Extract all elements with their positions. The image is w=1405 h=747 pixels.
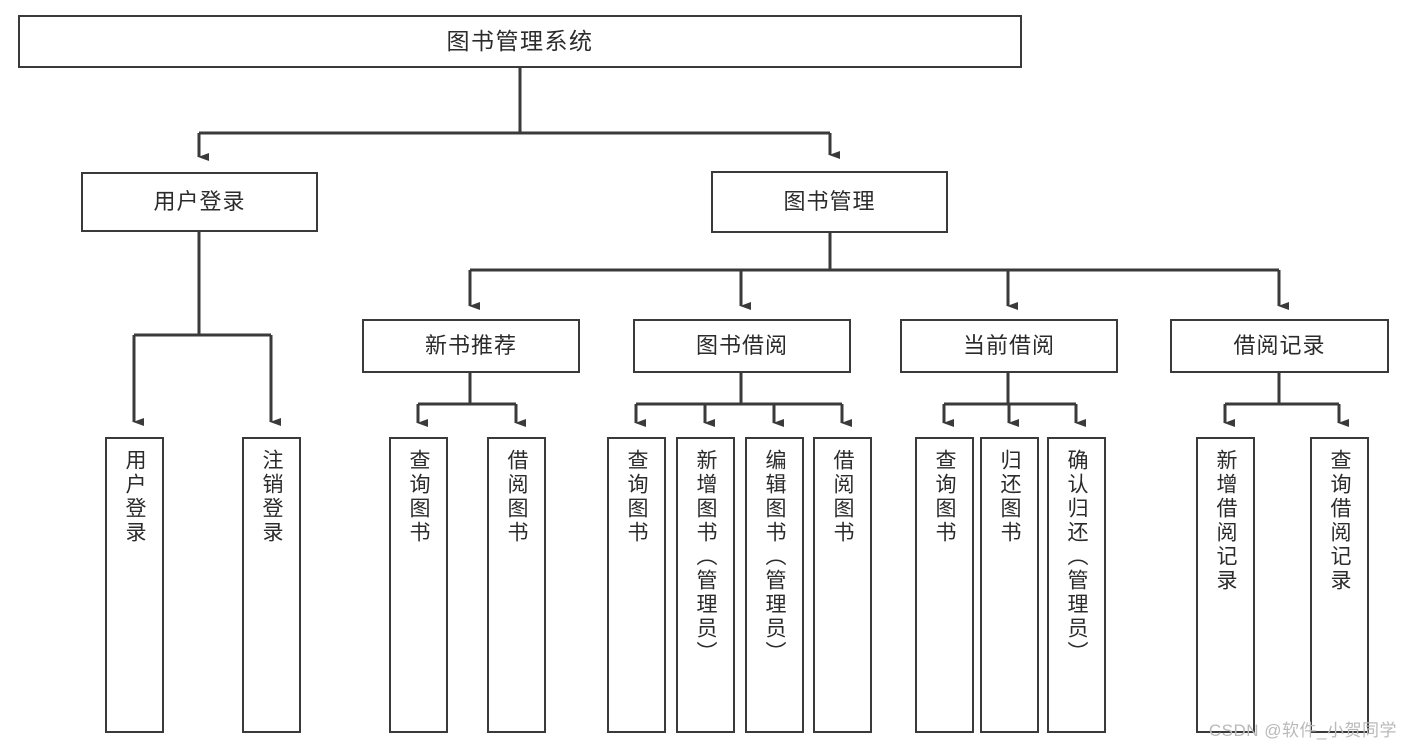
- node-leaf-add-record[interactable]: 新增借阅记录: [1196, 437, 1255, 733]
- node-leaf-query-book-2[interactable]: 查询图书: [607, 437, 666, 733]
- node-leaf-query-record-label: 查询借阅记录: [1328, 449, 1351, 593]
- node-new-book-rec[interactable]: 新书推荐: [362, 319, 580, 373]
- node-book-mgmt-label: 图书管理: [783, 188, 876, 214]
- node-leaf-user-login[interactable]: 用户登录: [105, 437, 164, 733]
- node-root[interactable]: 图书管理系统: [18, 15, 1022, 68]
- node-user-login[interactable]: 用户登录: [81, 172, 318, 232]
- node-borrow-record-label: 借阅记录: [1233, 332, 1326, 358]
- node-borrow-record[interactable]: 借阅记录: [1170, 319, 1389, 373]
- node-leaf-logout[interactable]: 注销登录: [242, 437, 301, 733]
- node-leaf-return-book-label: 归还图书: [998, 449, 1021, 545]
- node-leaf-confirm-return[interactable]: 确认归还（管理员）: [1047, 437, 1106, 733]
- node-leaf-query-record[interactable]: 查询借阅记录: [1310, 437, 1369, 733]
- watermark-text: CSDN @软件_小贺同学: [1208, 721, 1397, 740]
- node-current-borrow[interactable]: 当前借阅: [900, 319, 1118, 373]
- node-leaf-query-book-1[interactable]: 查询图书: [389, 437, 448, 733]
- node-leaf-borrow-book-2[interactable]: 借阅图书: [813, 437, 872, 733]
- node-leaf-query-book-2-label: 查询图书: [625, 449, 648, 545]
- node-current-borrow-label: 当前借阅: [962, 332, 1055, 358]
- node-leaf-borrow-book-1[interactable]: 借阅图书: [487, 437, 546, 733]
- node-leaf-query-book-3-label: 查询图书: [933, 449, 956, 545]
- node-new-book-rec-label: 新书推荐: [424, 332, 517, 358]
- node-leaf-confirm-return-label: 确认归还（管理员）: [1065, 449, 1088, 665]
- node-leaf-add-book-label: 新增图书（管理员）: [694, 449, 717, 665]
- node-book-mgmt[interactable]: 图书管理: [711, 171, 948, 233]
- node-book-borrow-label: 图书借阅: [695, 332, 788, 358]
- node-user-login-label: 用户登录: [153, 188, 246, 214]
- node-leaf-borrow-book-2-label: 借阅图书: [831, 449, 854, 545]
- node-leaf-user-login-label: 用户登录: [123, 449, 146, 545]
- node-leaf-logout-label: 注销登录: [260, 449, 283, 545]
- node-leaf-add-book[interactable]: 新增图书（管理员）: [676, 437, 735, 733]
- node-leaf-edit-book[interactable]: 编辑图书（管理员）: [745, 437, 804, 733]
- node-leaf-query-book-1-label: 查询图书: [407, 449, 430, 545]
- node-leaf-borrow-book-1-label: 借阅图书: [505, 449, 528, 545]
- node-leaf-return-book[interactable]: 归还图书: [980, 437, 1039, 733]
- node-leaf-add-record-label: 新增借阅记录: [1214, 449, 1237, 593]
- node-leaf-edit-book-label: 编辑图书（管理员）: [763, 449, 786, 665]
- node-root-label: 图书管理系统: [446, 28, 594, 55]
- node-leaf-query-book-3[interactable]: 查询图书: [915, 437, 974, 733]
- node-book-borrow[interactable]: 图书借阅: [633, 319, 851, 373]
